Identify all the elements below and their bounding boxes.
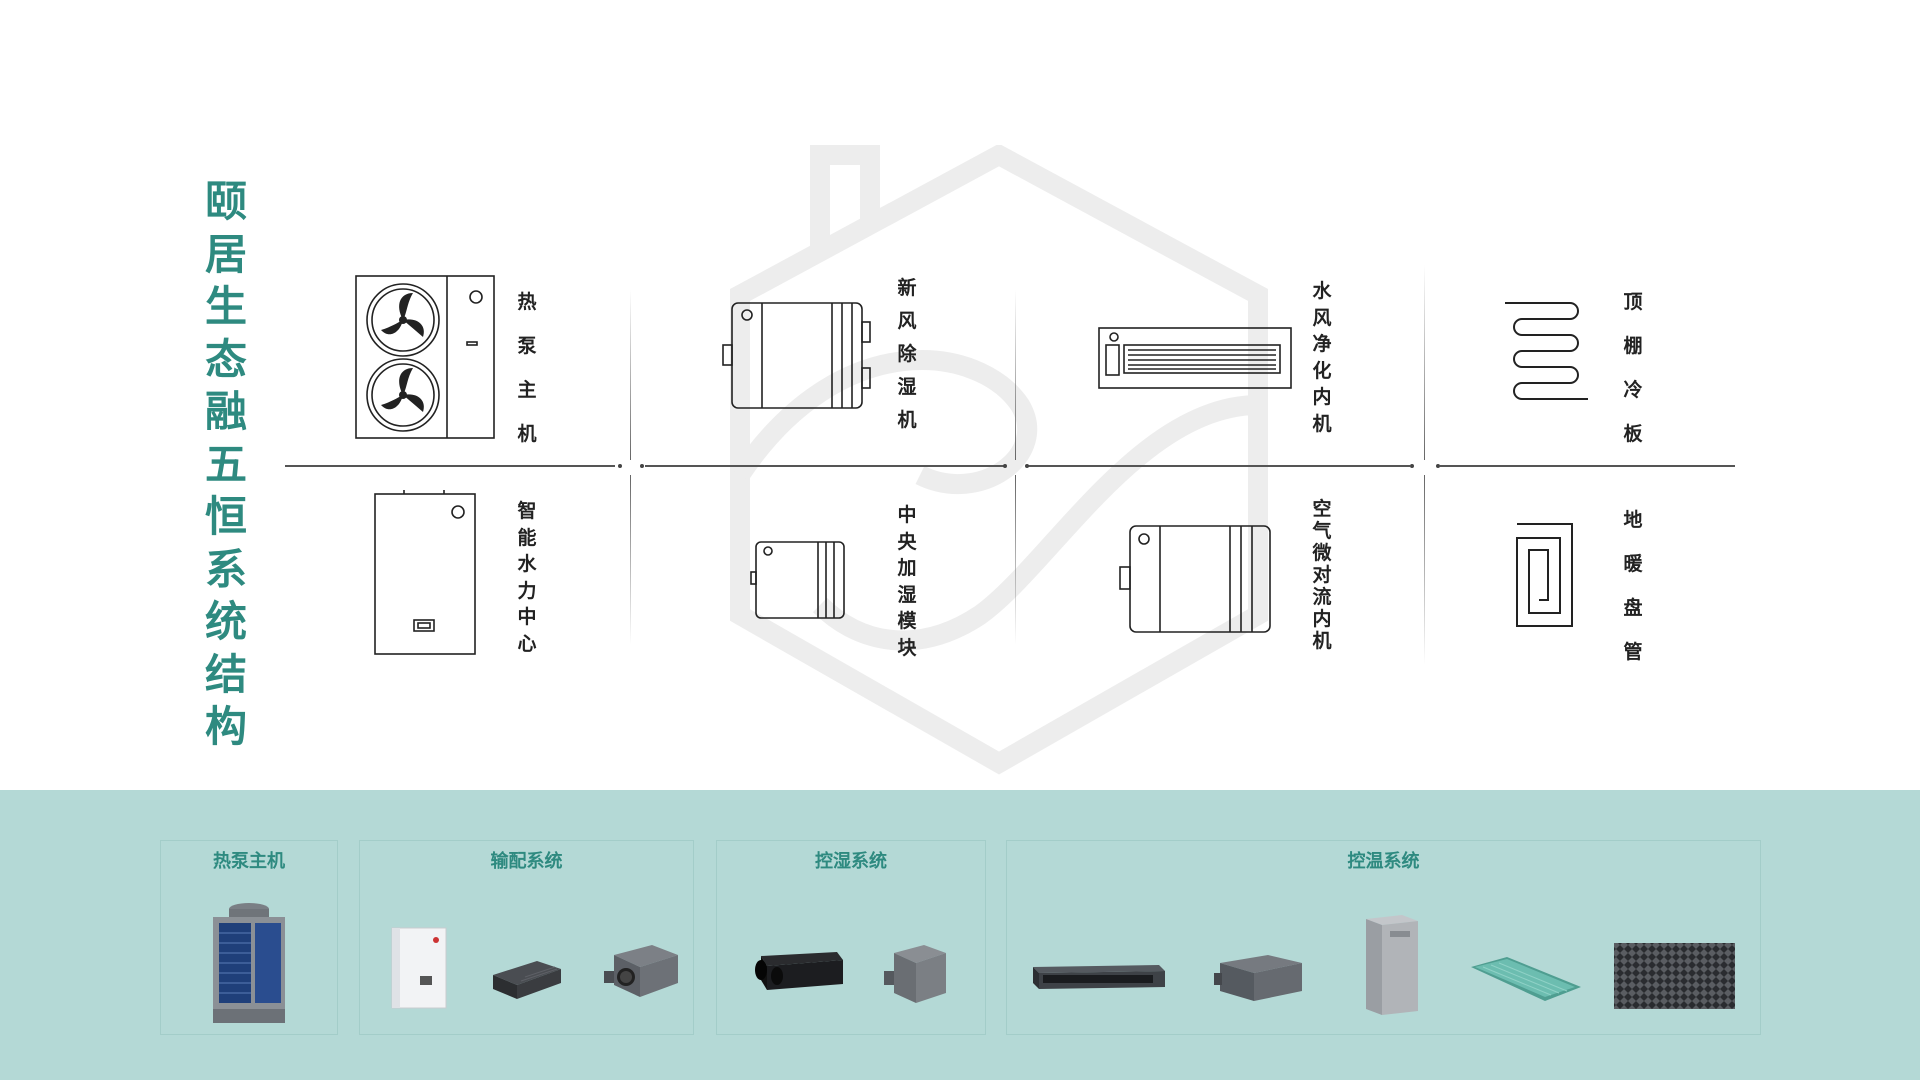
floor-heating-coil-icon	[1516, 523, 1573, 627]
fan-unit-product-image	[604, 945, 678, 997]
junction-dot	[1025, 464, 1029, 468]
heat-pump-label: 热泵主机	[517, 291, 537, 445]
water-center-label: 智能水力中心	[517, 500, 537, 655]
vertical-separator	[630, 290, 631, 460]
ceiling-panel-icon	[1505, 302, 1588, 400]
divider-line-1	[285, 465, 615, 467]
dehumidifier-product-image	[755, 952, 843, 990]
divider-line-2	[645, 465, 1005, 467]
panel-title-heat-pump: 热泵主机	[213, 851, 285, 872]
ceiling-panel-product-image	[1471, 957, 1581, 1001]
humidifier-product-image	[884, 945, 946, 1003]
humidifier-module-icon	[750, 541, 845, 619]
category-panel-temperature: 控温系统	[1006, 840, 1761, 1035]
distribution-box-product-image	[493, 961, 561, 999]
junction-dot	[1410, 464, 1414, 468]
floor-coil-product-image	[1614, 943, 1735, 1009]
convection-unit-product-image	[1214, 955, 1302, 1001]
micro-convection-label: 空气微对流内机	[1312, 498, 1332, 652]
ceiling-panel-label: 顶棚冷板	[1623, 291, 1643, 445]
category-band	[0, 790, 1920, 1080]
vertical-separator	[1424, 265, 1425, 460]
category-panel-humidity: 控湿系统	[716, 840, 986, 1035]
vertical-separator	[630, 475, 631, 645]
humidifier-label: 中央加湿模块	[897, 504, 917, 659]
junction-dot	[1003, 464, 1007, 468]
divider-line-4	[1440, 465, 1735, 467]
water-center-unit-icon	[374, 490, 476, 655]
logo-watermark-icon	[730, 145, 1268, 775]
water-purifier-label: 水风净化内机	[1312, 280, 1332, 435]
vertical-unit-product-image	[1366, 915, 1418, 1015]
vertical-separator	[1424, 475, 1425, 665]
junction-dot	[618, 464, 622, 468]
divider-line-3	[1027, 465, 1410, 467]
panel-title-humidity: 控湿系统	[815, 851, 887, 872]
duct-unit-product-image	[1033, 965, 1165, 989]
diagram-title: 颐居生态融五恒系统结构	[204, 177, 247, 751]
floor-coil-label: 地暖盘管	[1623, 509, 1643, 663]
heat-pump-unit-icon	[355, 275, 495, 439]
panel-title-distribution: 输配系统	[490, 851, 563, 872]
panel-title-temperature: 控温系统	[1347, 851, 1420, 872]
micro-convection-unit-icon	[1119, 525, 1271, 633]
water-purifier-unit-icon	[1098, 327, 1292, 389]
category-panel-heat-pump: 热泵主机	[160, 840, 338, 1035]
junction-dot	[640, 464, 644, 468]
junction-dot	[1436, 464, 1440, 468]
fresh-air-label: 新风除湿机	[897, 277, 917, 431]
water-center-product-image	[391, 927, 447, 1009]
vertical-separator	[1015, 290, 1016, 460]
vertical-separator	[1015, 475, 1016, 645]
heat-pump-product-image	[213, 903, 285, 1023]
fresh-air-dehumidifier-icon	[722, 302, 871, 409]
category-panel-distribution: 输配系统	[359, 840, 694, 1035]
